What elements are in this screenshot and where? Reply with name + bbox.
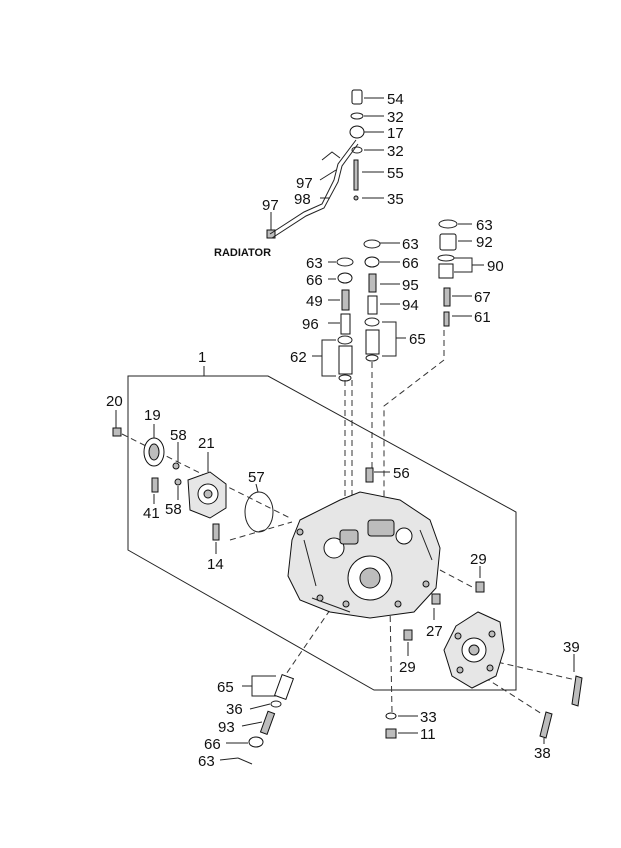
transaxle-housing [287, 491, 441, 619]
callout-55: 55 [387, 165, 404, 182]
center-valve-stacks [336, 219, 458, 382]
callout-92: 92 [476, 234, 493, 251]
callout-54: 54 [387, 91, 404, 108]
callout-20: 20 [106, 393, 123, 410]
small-parts [112, 427, 583, 739]
assembly-frame [127, 375, 517, 691]
callout-27: 27 [426, 623, 443, 640]
callout-63a: 63 [476, 217, 493, 234]
callout-97b: 97 [262, 197, 279, 214]
o-ring-57 [244, 491, 274, 533]
callout-61: 61 [474, 309, 491, 326]
callout-90: 90 [487, 258, 504, 275]
callout-1: 1 [198, 349, 206, 366]
radiator-label: RADIATOR [214, 247, 271, 259]
seal-ring [143, 437, 165, 467]
callout-66a: 66 [402, 255, 419, 272]
callout-57: 57 [248, 469, 265, 486]
callout-19: 19 [144, 407, 161, 424]
callout-67: 67 [474, 289, 491, 306]
callout-14: 14 [207, 556, 224, 573]
callout-96: 96 [302, 316, 319, 333]
lower-valve-stack [237, 673, 295, 765]
callout-63c: 63 [306, 255, 323, 272]
pump-assembly [187, 471, 227, 519]
callout-63b: 63 [402, 236, 419, 253]
callout-65a: 65 [409, 331, 426, 348]
callout-33: 33 [420, 709, 437, 726]
callout-97a: 97 [296, 175, 313, 192]
breather-tube [269, 139, 357, 235]
callout-94: 94 [402, 297, 419, 314]
callout-58a: 58 [170, 427, 187, 444]
callout-98: 98 [294, 191, 311, 208]
callout-29b: 29 [399, 659, 416, 676]
callout-38: 38 [534, 745, 551, 762]
callout-49: 49 [306, 293, 323, 310]
callout-66c: 66 [204, 736, 221, 753]
callout-58b: 58 [165, 501, 182, 518]
callout-66b: 66 [306, 272, 323, 289]
callout-labels: 54 32 17 32 55 97 98 35 97 63 92 90 63 6… [106, 91, 580, 770]
leader-lines [115, 97, 575, 761]
callout-35: 35 [387, 191, 404, 208]
callout-36: 36 [226, 701, 243, 718]
callout-32a: 32 [387, 109, 404, 126]
upper-valve-stack [266, 89, 365, 239]
breather-tube-outline [271, 143, 359, 239]
callout-63d: 63 [198, 753, 215, 770]
callout-21: 21 [198, 435, 215, 452]
callout-11: 11 [420, 726, 436, 743]
side-cover [443, 611, 505, 689]
callout-32b: 32 [387, 143, 404, 160]
callout-29a: 29 [470, 551, 487, 568]
tube-clip [321, 151, 341, 161]
callout-39: 39 [563, 639, 580, 656]
callout-41: 41 [143, 505, 160, 522]
callout-65b: 65 [217, 679, 234, 696]
callout-62: 62 [290, 349, 307, 366]
callout-93: 93 [218, 719, 235, 736]
callout-95: 95 [402, 277, 419, 294]
callout-17: 17 [387, 125, 404, 142]
callout-56: 56 [393, 465, 410, 482]
